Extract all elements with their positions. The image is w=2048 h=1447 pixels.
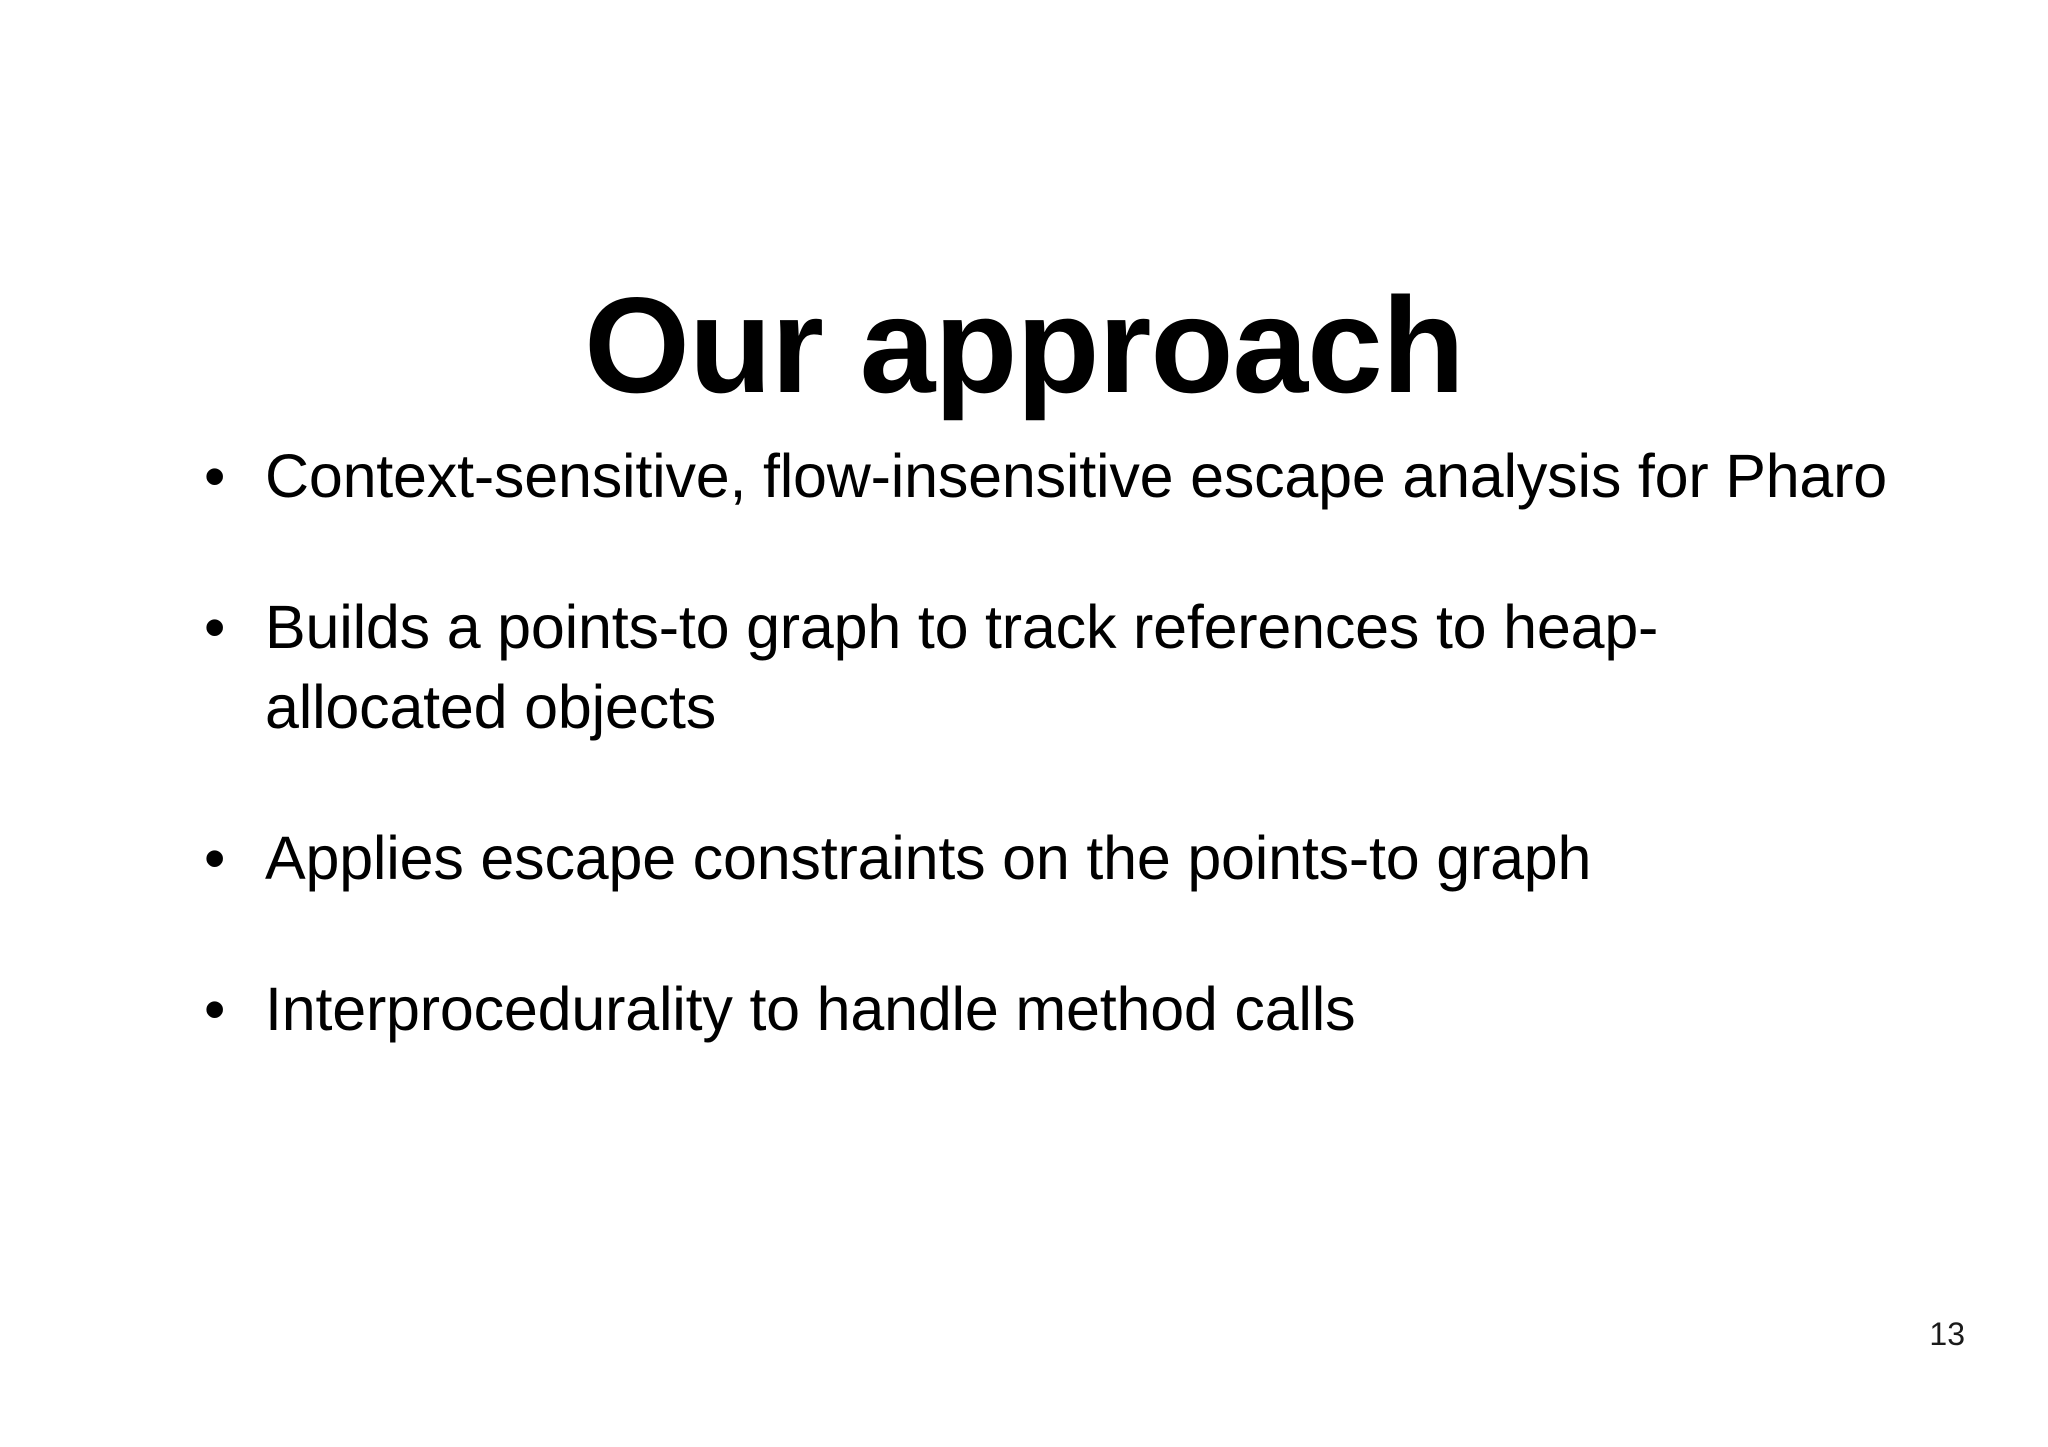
bullet-point-icon: • [204,593,226,662]
bullet-list: • Context-sensitive, flow-insensitive es… [190,437,1890,1049]
list-item: • Context-sensitive, flow-insensitive es… [190,437,1890,516]
list-item-label: Context-sensitive, flow-insensitive esca… [265,442,1887,510]
list-item: • Applies escape constraints on the poin… [190,819,1890,898]
list-item-label: Applies escape constraints on the points… [265,823,1592,892]
page-title: Our approach [584,269,1465,422]
list-item: • Interprocedurality to handle method ca… [190,970,1890,1049]
bullet-point-icon: • [204,442,226,510]
page-number: 13 [1929,1316,1965,1352]
list-item-label: Builds a points-to graph to track refere… [265,593,1659,741]
list-item: • Builds a points-to graph to track refe… [190,588,1890,747]
bullet-point-icon: • [204,823,226,892]
list-item-label: Interprocedurality to handle method call… [265,975,1356,1044]
bullet-point-icon: • [204,975,226,1044]
